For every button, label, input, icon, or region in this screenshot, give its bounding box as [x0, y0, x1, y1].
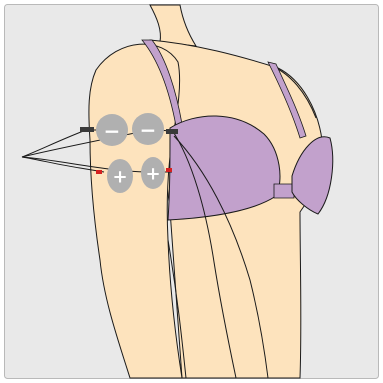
- negative-sign: −: [140, 118, 157, 142]
- positive-sign: +: [112, 167, 127, 188]
- bra-center-gore: [274, 184, 294, 198]
- connector-positive-1: [96, 170, 102, 174]
- electrode-positive-1: +: [107, 159, 133, 193]
- positive-sign: +: [145, 164, 160, 185]
- electrode-positive-2: +: [141, 157, 165, 189]
- negative-sign: −: [104, 119, 121, 143]
- connector-negative-1: [80, 127, 94, 132]
- electrode-negative-2: −: [132, 113, 164, 145]
- connector-negative-2: [166, 129, 178, 134]
- connector-positive-2: [166, 168, 172, 172]
- electrode-negative-1: −: [96, 114, 128, 146]
